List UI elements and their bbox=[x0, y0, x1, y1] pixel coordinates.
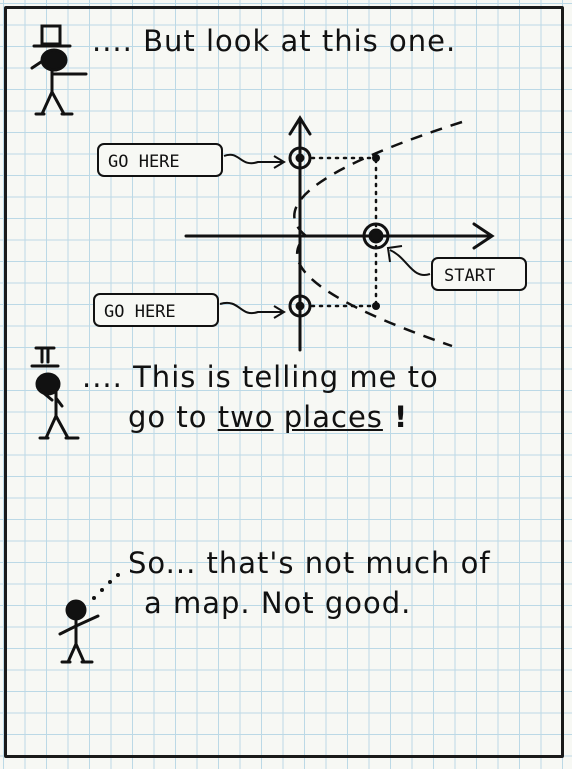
target-point-top-icon bbox=[288, 146, 312, 170]
underlined-word-places: places bbox=[283, 400, 383, 434]
go-here-bottom-label: GO HERE bbox=[104, 302, 176, 322]
thinking-figure-icon bbox=[30, 346, 80, 440]
dialogue-line-3b: a map. Not good. bbox=[144, 586, 412, 620]
go-here-bottom-box bbox=[93, 293, 219, 327]
start-point-icon bbox=[362, 222, 390, 250]
start-label: START bbox=[444, 266, 495, 286]
underlined-word-two: two bbox=[217, 400, 274, 434]
pointing-figure-icon bbox=[58, 599, 100, 664]
go-here-top-label: GO HERE bbox=[108, 152, 180, 172]
dialogue-line-2a: .... This is telling me to bbox=[82, 360, 439, 394]
parabola-diagram: GO HERE GO HERE START bbox=[93, 115, 527, 352]
ellipsis-dots: .... bbox=[92, 24, 144, 58]
target-point-bottom-icon bbox=[288, 294, 312, 318]
dialogue-line-1: .... But look at this one. bbox=[92, 24, 457, 58]
comic-panel-frame bbox=[4, 6, 564, 758]
go-here-top-box bbox=[97, 143, 223, 177]
start-box bbox=[431, 257, 527, 291]
dialogue-line-3a: So... that's not much of bbox=[128, 546, 491, 580]
dialogue-line-2b: go to two places ! bbox=[128, 400, 409, 434]
top-hat-figure-icon bbox=[30, 24, 88, 116]
ellipsis-dots: .... bbox=[82, 360, 134, 394]
thought-dots bbox=[92, 573, 120, 600]
